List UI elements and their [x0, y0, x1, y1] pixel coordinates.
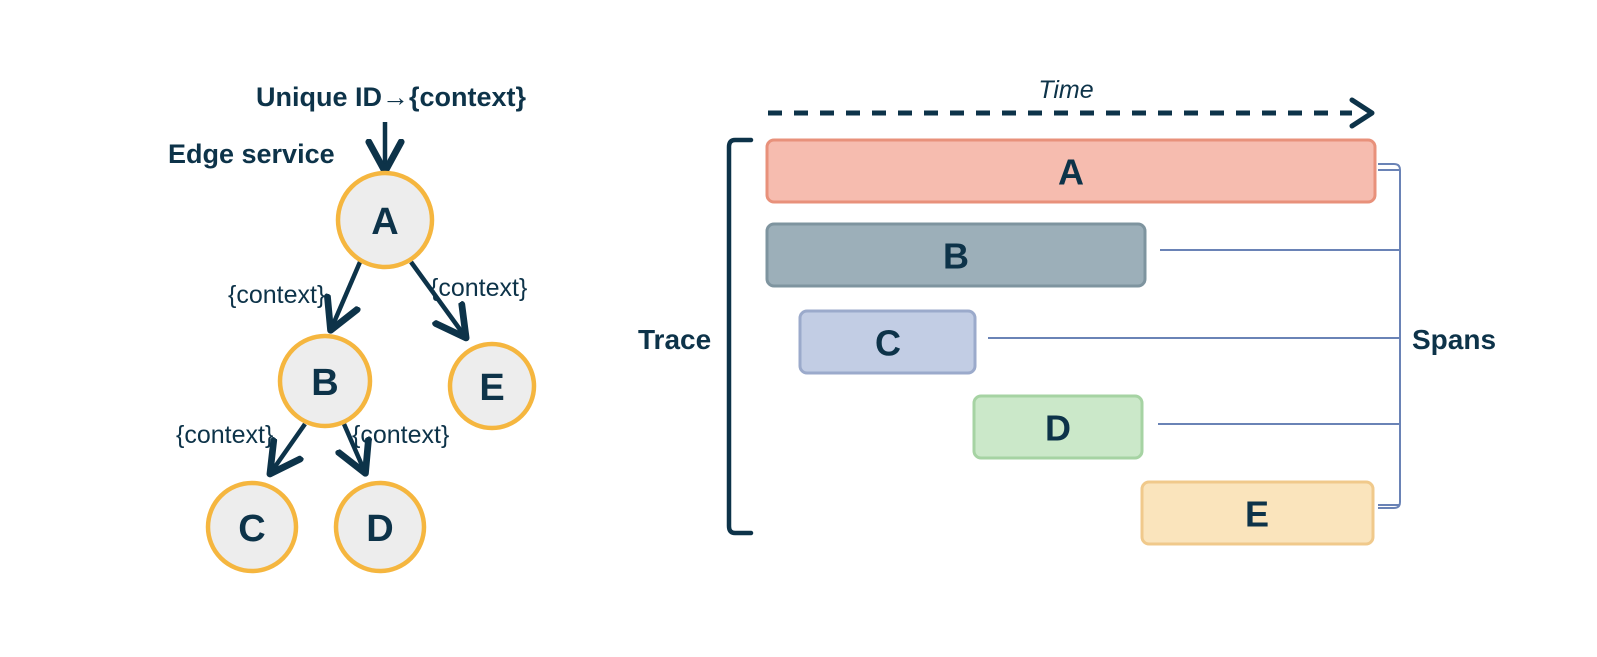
edge-label-a-e: {context} [430, 274, 527, 302]
graph-node-b[interactable]: B [277, 333, 373, 429]
span-bar-a[interactable]: A [765, 138, 1377, 204]
span-label-b: B [943, 236, 969, 277]
span-rect-e [1140, 480, 1375, 546]
timeline-group: Time Trace Spans A B [638, 76, 1496, 546]
edge-a-to-b [332, 261, 363, 327]
span-rect-d [972, 394, 1144, 460]
trace-label: Trace [638, 324, 711, 355]
span-rect-b [765, 222, 1147, 288]
edge-b-to-d [344, 423, 364, 470]
time-axis-arrow-icon [1349, 97, 1375, 129]
span-bar-b[interactable]: B [765, 222, 1147, 288]
graph-node-d[interactable]: D [333, 480, 427, 574]
graph-node-a[interactable]: A [335, 170, 435, 270]
node-label-d: D [366, 508, 393, 550]
span-label-d: D [1045, 408, 1071, 449]
span-bar-e[interactable]: E [1140, 480, 1375, 546]
spans-bracket [1378, 163, 1401, 509]
span-label-a: A [1058, 152, 1084, 193]
graph-node-e[interactable]: E [447, 341, 537, 431]
edge-label-a-b: {context} [228, 281, 325, 309]
unique-id-context-title: Unique ID→{context} [256, 82, 527, 112]
node-circle-c [205, 480, 299, 574]
span-bar-d[interactable]: D [972, 394, 1144, 460]
node-label-b: B [311, 362, 338, 404]
span-label-e: E [1245, 494, 1269, 535]
node-circle-d [333, 480, 427, 574]
edge-label-b-d: {context} [352, 421, 449, 449]
spans-label: Spans [1412, 324, 1496, 355]
node-circle-a [335, 170, 435, 270]
node-label-a: A [371, 201, 398, 243]
trace-bracket [726, 137, 754, 536]
node-label-c: C [238, 508, 265, 550]
node-label-e: E [479, 367, 504, 409]
time-axis-label: Time [1038, 76, 1093, 104]
node-circle-b [277, 333, 373, 429]
service-graph-group: Unique ID→{context} Edge service {contex… [168, 82, 537, 574]
span-label-c: C [875, 323, 901, 364]
node-circle-e [447, 341, 537, 431]
edge-a-to-e [409, 260, 464, 335]
span-bar-c[interactable]: C [798, 309, 977, 375]
edge-service-label: Edge service [168, 139, 335, 169]
span-rect-a [765, 138, 1377, 204]
edge-b-to-c [272, 422, 307, 471]
graph-node-c[interactable]: C [205, 480, 299, 574]
edge-label-b-c: {context} [176, 421, 273, 449]
span-rect-c [798, 309, 977, 375]
